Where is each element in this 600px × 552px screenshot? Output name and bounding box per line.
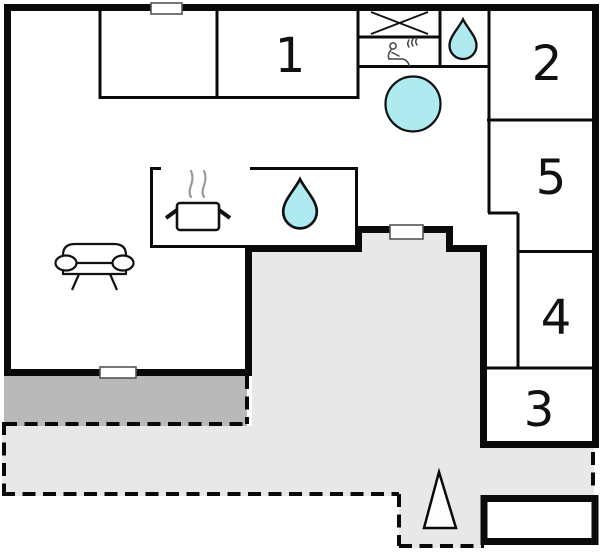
- sauna-person-arm: [391, 51, 400, 57]
- sauna-person-leg: [388, 58, 411, 67]
- north-arrow-icon: [422, 467, 458, 530]
- sofa-leg-left: [70, 273, 81, 291]
- pot-body: [175, 201, 221, 232]
- room-labels: 1 2 5 4 3: [275, 28, 572, 438]
- water-drop-large-shape: [281, 176, 319, 230]
- wall-center-vertical: [245, 245, 252, 376]
- stove-pot-icon: [164, 169, 232, 232]
- wall-room3-bottom: [480, 441, 599, 448]
- interior-walls: [98, 8, 592, 370]
- wall-rightcol-left: [480, 245, 487, 448]
- wall-step-vert-1: [355, 226, 362, 252]
- terrace-light-left-band: [2, 426, 252, 496]
- water-drop-small-icon: [448, 16, 478, 61]
- sofa-armrest-right: [111, 254, 135, 272]
- wall-step-vert-2: [446, 226, 453, 252]
- water-drop-large-icon: [281, 176, 319, 230]
- x-line-2: [370, 11, 429, 35]
- room-3-label: 3: [524, 382, 555, 438]
- terrace-light-under-window: [362, 233, 446, 253]
- sauna-person-torso: [387, 49, 392, 60]
- terrace-light-area: [2, 233, 594, 548]
- sofa-armrest-left: [54, 254, 78, 272]
- terrace-light-central: [252, 252, 481, 496]
- pot-handle-right: [217, 208, 232, 220]
- room-4-label: 4: [541, 290, 572, 346]
- sauna-steam-2: [411, 38, 414, 47]
- window-top-wall: [150, 2, 183, 15]
- water-drop-small-shape: [448, 16, 478, 61]
- hot-tub-icon: [384, 75, 442, 133]
- wall-top: [4, 4, 599, 11]
- sofa-body: [61, 242, 128, 276]
- pot-steam-1: [188, 169, 194, 199]
- windows: [99, 2, 424, 379]
- sauna-person-head: [389, 42, 397, 50]
- room-1-label: 1: [275, 28, 306, 84]
- plot-dashed-boundary: [2, 376, 595, 548]
- sofa-icon: [54, 242, 135, 291]
- wall-bath-bottom: [245, 245, 362, 252]
- sauna-icon: [387, 37, 418, 67]
- room-5-label: 5: [536, 150, 567, 206]
- window-step-wall: [389, 224, 424, 240]
- pot-steam-2: [201, 169, 207, 199]
- wall-step-horiz: [446, 245, 486, 252]
- wall-right: [592, 4, 599, 448]
- room-2-label: 2: [532, 36, 563, 92]
- window-living-bottom: [99, 366, 137, 379]
- outbuilding: [480, 495, 599, 545]
- terrace-dark-area: [4, 376, 247, 426]
- pot-handle-left: [164, 208, 179, 220]
- terrace-light-right-band: [481, 448, 594, 496]
- wall-left: [4, 4, 11, 376]
- sauna-steam-3: [415, 37, 418, 46]
- x-mark-icon: [370, 11, 429, 35]
- sofa-leg-right: [108, 273, 119, 291]
- sauna-steam-1: [407, 39, 410, 48]
